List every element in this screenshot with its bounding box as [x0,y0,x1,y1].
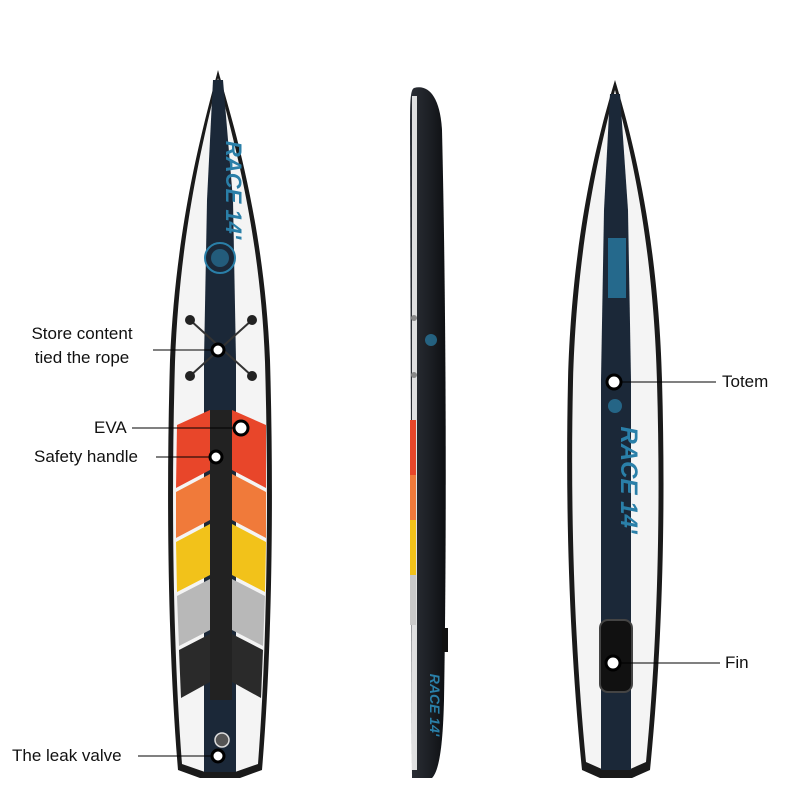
side-profile [410,87,446,778]
bottom-brand-mark [608,238,626,298]
label-eva: EVA [94,418,127,437]
label-store-content: Store content tied the rope [14,322,150,370]
board-side-view: RACE 14' [410,87,448,778]
side-d-ring [411,315,417,321]
leak-valve [214,732,230,748]
bottom-model-text: RACE 14' [615,426,642,534]
label-fin: Fin [725,653,749,672]
side-fin-box [442,628,448,652]
callout-marker [604,373,623,672]
d-ring [185,315,195,325]
label-safety-handle: Safety handle [34,447,138,466]
deck-logo-emblem [204,242,236,274]
board-deck-view: RACE 14' [132,70,272,778]
side-eva-edge [410,420,416,625]
deck-model-text: RACE 14' [221,141,246,240]
label-store-line2: tied the rope [34,348,130,367]
totem-emblem [608,399,622,413]
side-model-text: RACE 14' [427,674,443,737]
d-ring [185,371,195,381]
eva-traction-pad [176,410,266,700]
d-ring [247,371,257,381]
side-d-ring [411,372,417,378]
callout-lines [620,381,720,664]
label-store-line1: Store content [31,324,133,343]
callout-lines [132,349,234,757]
label-totem: Totem [722,372,769,391]
label-leak-valve: The leak valve [12,746,122,765]
board-bottom-view: RACE 14' [567,80,720,778]
side-logo-emblem [425,334,437,346]
d-ring [247,315,257,325]
